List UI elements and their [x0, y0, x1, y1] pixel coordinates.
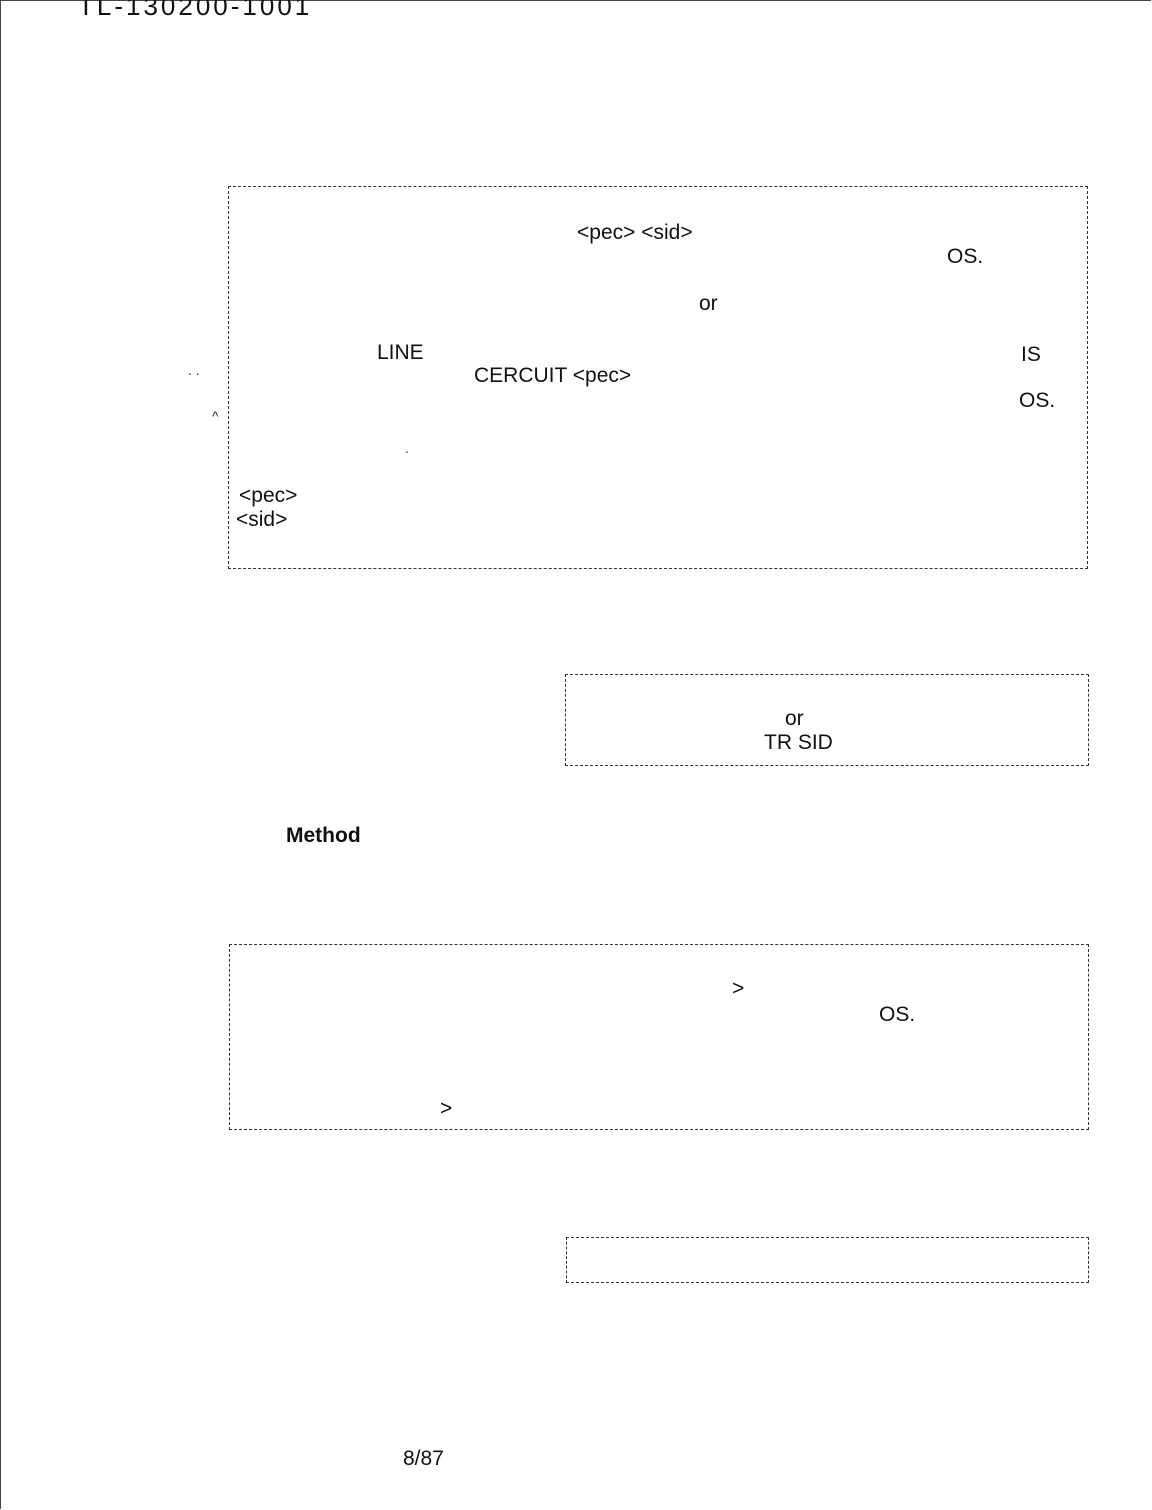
pec-sid-text: <pec> <sid>	[577, 221, 693, 244]
message-box-4	[566, 1237, 1089, 1283]
cercuit-pec-text: CERCUIT <pec>	[474, 364, 632, 387]
footer-date: 8/87	[403, 1447, 444, 1470]
os-text-1: OS.	[947, 245, 984, 268]
gt-symbol-1: >	[732, 977, 745, 1000]
or-text-1: or	[699, 292, 718, 315]
sid-param: <sid>	[236, 508, 288, 531]
is-text: IS	[1021, 343, 1041, 366]
gt-symbol-2: >	[440, 1097, 453, 1120]
or-text-2: or	[785, 707, 804, 730]
method-heading: Method	[286, 824, 361, 847]
tr-sid-text: TR SID	[764, 731, 833, 754]
message-box-2	[565, 674, 1089, 766]
os-text-3: OS.	[879, 1003, 916, 1026]
message-box-1	[228, 186, 1088, 569]
line-text: LINE	[377, 341, 424, 364]
document-number: TL-130200-1001	[78, 0, 313, 21]
scan-speck: . .	[188, 362, 200, 378]
pec-param: <pec>	[239, 484, 298, 507]
message-box-3	[229, 944, 1089, 1130]
scan-speck: .	[405, 440, 409, 456]
scan-speck: ^	[212, 408, 219, 424]
os-text-2: OS.	[1019, 389, 1056, 412]
